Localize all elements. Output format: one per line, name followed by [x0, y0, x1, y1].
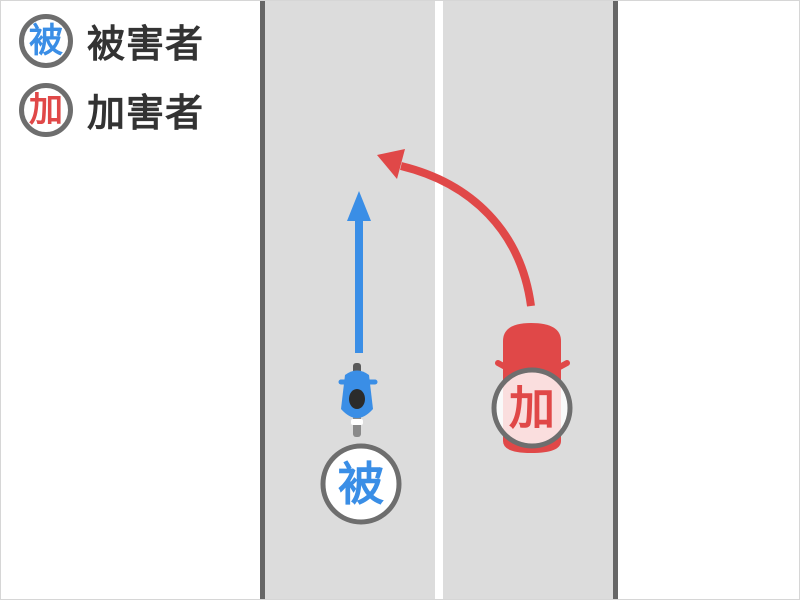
legend-offender-glyph: 加: [19, 82, 73, 137]
legend-offender-label: 加害者: [87, 91, 205, 135]
victim-path-arrow: [347, 191, 371, 353]
motorcycle-icon: [338, 363, 378, 437]
road-center-line: [435, 1, 443, 599]
offender-label-glyph: 加: [509, 381, 555, 435]
road: [260, 1, 618, 599]
offender-label-badge: 加: [491, 367, 573, 449]
offender-path-arrow: [377, 149, 535, 307]
victim-label-glyph: 被: [338, 457, 384, 511]
legend-item-offender: 加 加害者: [19, 82, 204, 137]
legend-victim-label: 被害者: [87, 22, 205, 66]
road-right-edge-line: [613, 1, 618, 599]
legend-victim-glyph: 被: [19, 13, 73, 68]
legend-item-victim: 被 被害者: [19, 13, 204, 68]
road-left-edge-line: [260, 1, 265, 599]
victim-label-badge: 被: [320, 443, 402, 525]
